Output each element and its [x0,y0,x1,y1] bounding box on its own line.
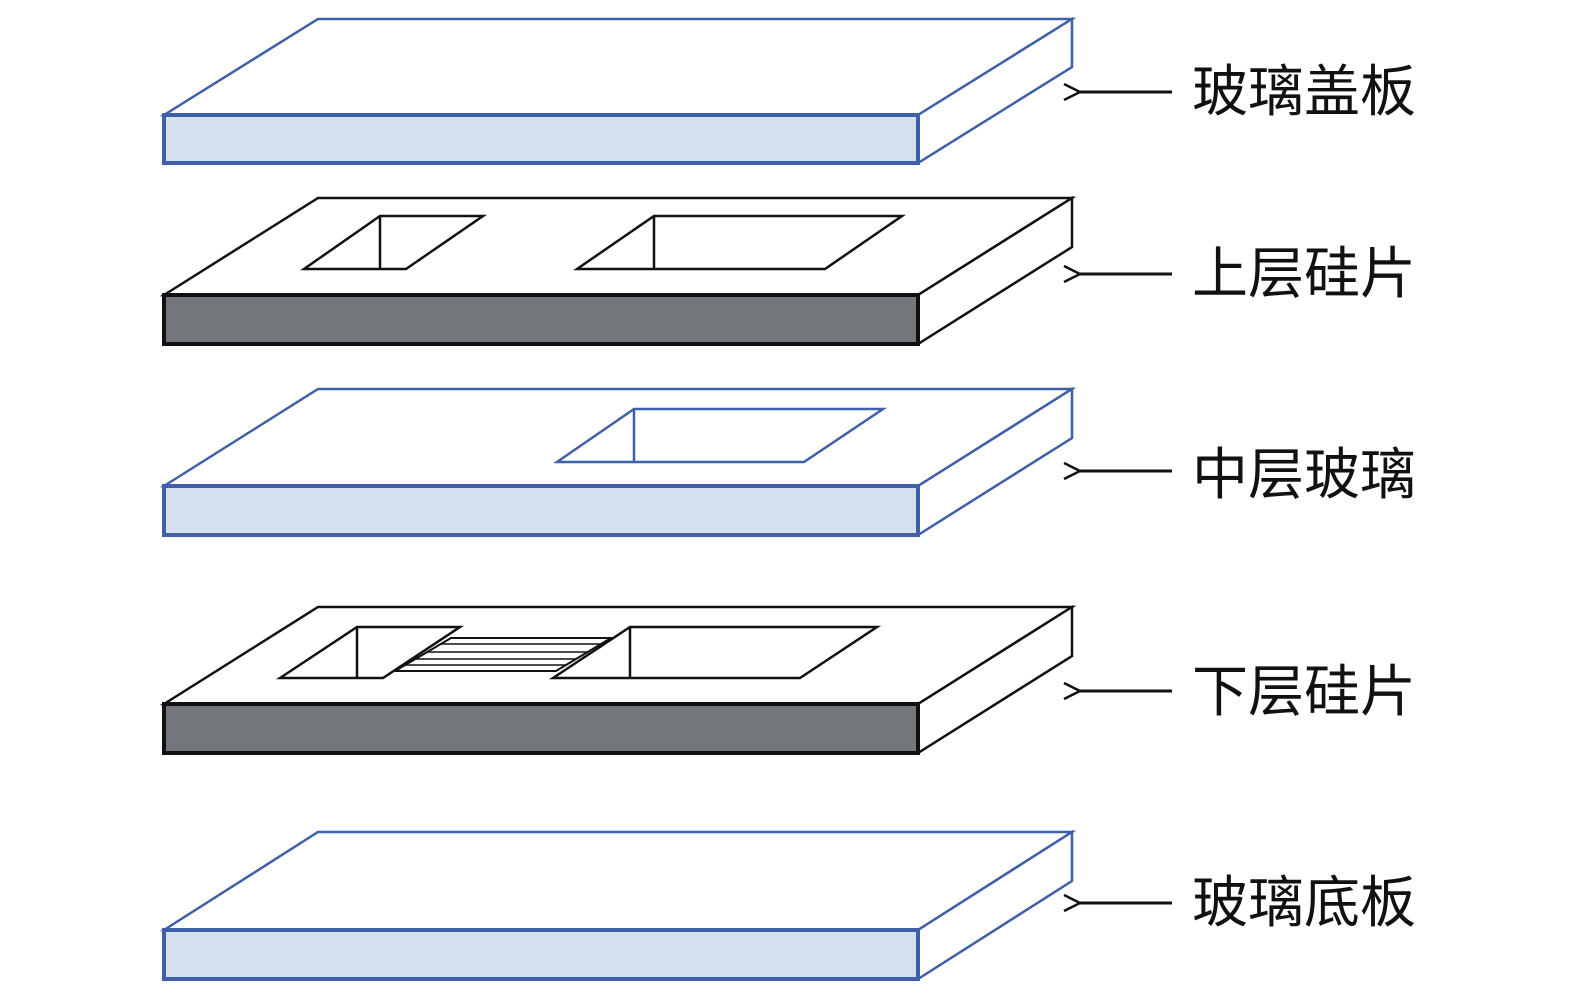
label-glass-base: 玻璃底板 [1192,871,1416,936]
label-upper-silicon: 上层硅片 [1192,242,1416,307]
lower-silicon-cavity-left [275,625,465,680]
arrow-glass-base: 玻璃底板 [1080,871,1416,936]
layer-glass-cover [159,16,1077,166]
layer-middle-glass [159,386,1077,538]
upper-silicon-front-face [162,293,920,346]
label-lower-silicon: 下层硅片 [1192,660,1416,725]
glass-base-front-face [162,928,920,981]
arrow-glass-cover: 玻璃盖板 [1080,60,1416,125]
middle-glass-cavity [552,407,888,464]
layer-upper-silicon [159,195,1077,347]
upper-silicon-cavity-left [300,214,488,271]
lower-silicon-front-face [162,702,920,755]
layer-glass-base [159,829,1077,982]
arrow-lower-silicon: 下层硅片 [1080,660,1416,725]
layer-lower-silicon [159,604,1077,756]
lower-silicon-cavity-right [548,625,882,680]
glass-cover-top-face [159,17,1077,117]
lower-silicon-channels [391,637,615,672]
glass-cover-front-face [162,113,920,165]
middle-glass-front-face [162,484,920,537]
upper-silicon-cavity-right [572,214,907,271]
arrow-middle-glass: 中层玻璃 [1080,443,1416,508]
label-glass-cover: 玻璃盖板 [1192,60,1416,125]
label-middle-glass: 中层玻璃 [1192,443,1416,508]
arrow-upper-silicon: 上层硅片 [1080,242,1416,307]
glass-base-top-face [159,830,1077,932]
